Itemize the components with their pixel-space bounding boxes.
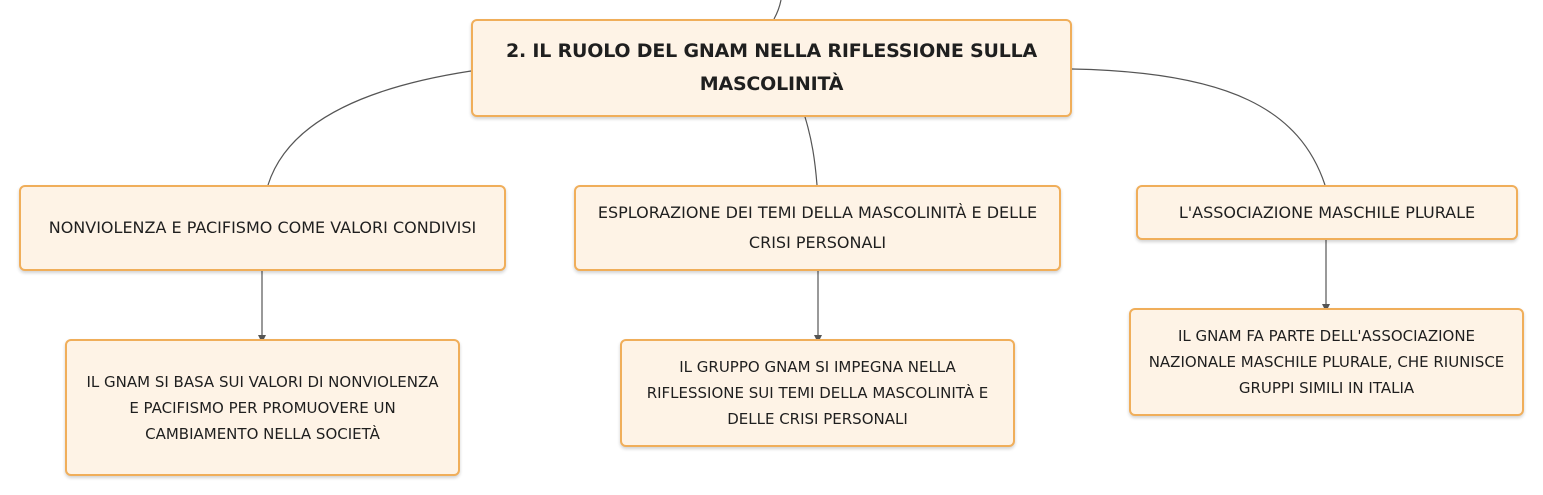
branch-node-nonviolenza[interactable]: NONVIOLENZA E PACIFISMO COME VALORI COND…: [19, 185, 506, 271]
connector-root-to-branch-1: [267, 70, 472, 186]
root-node-label: 2. IL RUOLO DEL GNAM NELLA RIFLESSIONE S…: [505, 40, 1038, 95]
branch-node-label: NONVIOLENZA E PACIFISMO COME VALORI COND…: [48, 218, 477, 237]
child-node-label: IL GRUPPO GNAM SI IMPEGNA NELLA RIFLESSI…: [646, 358, 989, 428]
child-node-label: IL GNAM SI BASA SUI VALORI DI NONVIOLENZ…: [86, 372, 439, 443]
branch-node-label: ESPLORAZIONE DEI TEMI DELLA MASCOLINITÀ …: [597, 203, 1038, 252]
child-node-nonviolenza[interactable]: IL GNAM SI BASA SUI VALORI DI NONVIOLENZ…: [65, 339, 460, 476]
branch-node-esplorazione[interactable]: ESPLORAZIONE DEI TEMI DELLA MASCOLINITÀ …: [574, 185, 1061, 271]
root-node[interactable]: 2. IL RUOLO DEL GNAM NELLA RIFLESSIONE S…: [471, 19, 1072, 117]
branch-node-label: L'ASSOCIAZIONE MASCHILE PLURALE: [1178, 202, 1476, 222]
connector-parent-to-root: [773, 0, 782, 20]
branch-node-associazione[interactable]: L'ASSOCIAZIONE MASCHILE PLURALE: [1136, 185, 1518, 240]
connector-root-to-branch-2: [804, 116, 818, 186]
child-node-label: IL GNAM FA PARTE DELL'ASSOCIAZIONE NAZIO…: [1148, 327, 1505, 397]
child-node-associazione[interactable]: IL GNAM FA PARTE DELL'ASSOCIAZIONE NAZIO…: [1129, 308, 1524, 416]
child-node-esplorazione[interactable]: IL GRUPPO GNAM SI IMPEGNA NELLA RIFLESSI…: [620, 339, 1015, 447]
connector-root-to-branch-3: [1071, 68, 1326, 186]
